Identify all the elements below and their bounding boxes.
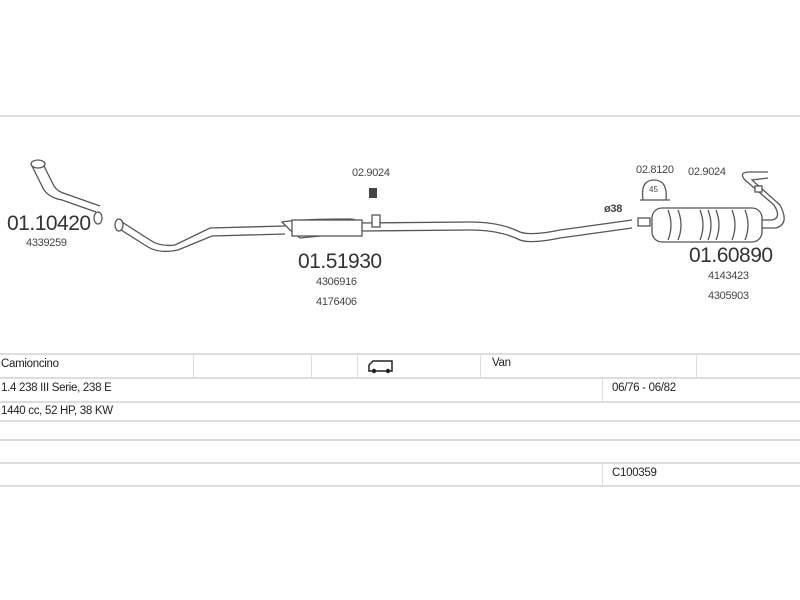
clamp-part-number[interactable]: 02.8120 (636, 164, 674, 176)
table-divider (0, 485, 800, 487)
front-pipe-part-number[interactable]: 01.10420 (7, 212, 91, 235)
middle-silencer-oe-number: 4306916 (316, 276, 357, 288)
table-divider (0, 462, 800, 464)
diagram-top-border (0, 115, 800, 117)
van-icon (368, 360, 393, 374)
table-divider (0, 420, 800, 422)
model-name: 1.4 238 III Serie, 238 E (1, 382, 112, 394)
production-years: 06/76 - 06/82 (612, 382, 676, 394)
front-pipe-drawing (30, 159, 103, 225)
hanger-part-number[interactable]: 02.9024 (688, 166, 726, 178)
middle-silencer-part-number[interactable]: 01.51930 (298, 250, 382, 273)
exhaust-diagram (30, 159, 785, 253)
table-divider (0, 377, 800, 379)
table-col-divider (193, 355, 194, 377)
body-type: Camioncino (1, 358, 59, 370)
middle-pipe-drawing (114, 214, 633, 253)
rear-silencer-drawing (637, 171, 785, 243)
rear-silencer-part-number[interactable]: 01.60890 (689, 244, 773, 267)
middle-silencer-oe-number: 4176406 (316, 296, 357, 308)
table-divider (0, 353, 800, 355)
vehicle-type: Van (492, 357, 511, 369)
clamp-icon (640, 179, 670, 201)
hanger-icon (369, 188, 652, 198)
engine-spec: 1440 cc, 52 HP, 38 KW (1, 405, 113, 417)
table-col-divider (602, 464, 603, 485)
pipe-diameter-label: ø38 (604, 203, 623, 215)
clamp-size-label: 45 (649, 185, 658, 194)
catalog-code: C100359 (612, 467, 657, 479)
rear-silencer-oe-number: 4305903 (708, 290, 749, 302)
table-col-divider (696, 355, 697, 377)
table-col-divider (602, 379, 603, 401)
table-col-divider (357, 355, 358, 377)
hanger-part-number[interactable]: 02.9024 (352, 167, 390, 179)
table-col-divider (311, 355, 312, 377)
front-pipe-oe-number: 4339259 (26, 237, 67, 249)
table-divider (0, 401, 800, 403)
table-col-divider (480, 355, 481, 377)
rear-silencer-oe-number: 4143423 (708, 270, 749, 282)
table-divider (0, 439, 800, 441)
